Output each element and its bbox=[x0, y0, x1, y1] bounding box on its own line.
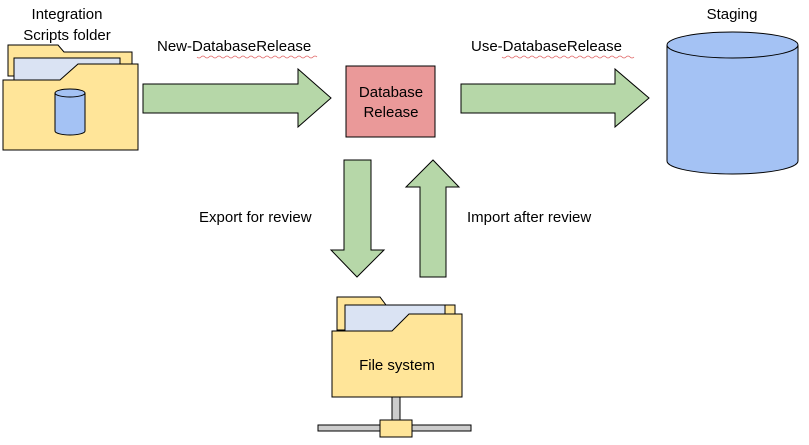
file-system-folder-icon bbox=[331, 296, 463, 398]
database-release-label-line1: Database bbox=[359, 84, 423, 101]
use-release-arrow bbox=[460, 67, 650, 129]
new-release-arrow bbox=[142, 67, 332, 129]
staging-database-icon bbox=[666, 31, 799, 175]
export-label: Export for review bbox=[199, 209, 312, 226]
integration-folder-label-line2: Scripts folder bbox=[23, 27, 111, 44]
import-arrow bbox=[404, 159, 461, 278]
database-icon bbox=[54, 88, 86, 136]
export-arrow bbox=[329, 159, 386, 278]
integration-folder-label-line1: Integration bbox=[32, 6, 103, 23]
spellcheck-underline bbox=[196, 55, 318, 59]
file-system-label: File system bbox=[359, 357, 435, 374]
new-release-label: New-DatabaseRelease bbox=[157, 38, 311, 55]
use-release-label: Use-DatabaseRelease bbox=[471, 38, 622, 55]
database-release-label-line2: Release bbox=[363, 104, 418, 121]
database-release-box bbox=[345, 65, 436, 138]
staging-label: Staging bbox=[707, 6, 758, 23]
network-icon bbox=[317, 396, 472, 438]
integration-scripts-folder-icon bbox=[2, 44, 139, 151]
spellcheck-underline bbox=[501, 55, 635, 59]
import-label: Import after review bbox=[467, 209, 591, 226]
